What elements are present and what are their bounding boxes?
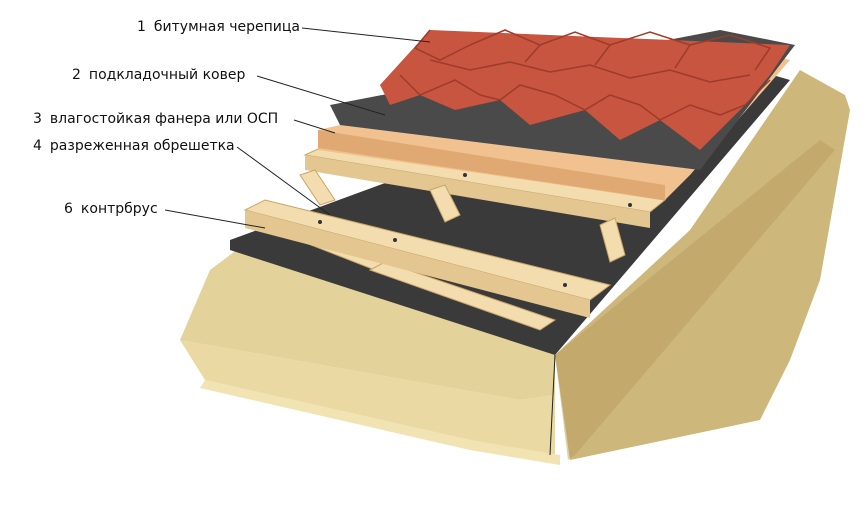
label-4-number: 4 [33,138,42,154]
label-4: 4 разреженная обрешетка [33,138,235,154]
label-3-number: 3 [33,111,42,127]
label-6-text: контрбрус [81,201,158,217]
label-3: 3 влагостойкая фанера или ОСП [33,111,278,127]
label-1: 1 битумная черепица [137,19,300,35]
label-2-number: 2 [72,67,81,83]
label-4-text: разреженная обрешетка [50,138,235,154]
label-3-text: влагостойкая фанера или ОСП [50,111,278,127]
label-2-text: подкладочный ковер [89,67,245,83]
label-1-text: битумная черепица [154,19,300,35]
counter-batten-3 [300,170,335,205]
leader-3 [294,120,335,133]
label-2: 2 подкладочный ковер [72,67,245,83]
label-1-number: 1 [137,19,146,35]
leader-1 [302,28,430,42]
leader-2 [257,76,385,115]
label-6-number: 6 [64,201,73,217]
label-6: 6 контрбрус [64,201,158,217]
